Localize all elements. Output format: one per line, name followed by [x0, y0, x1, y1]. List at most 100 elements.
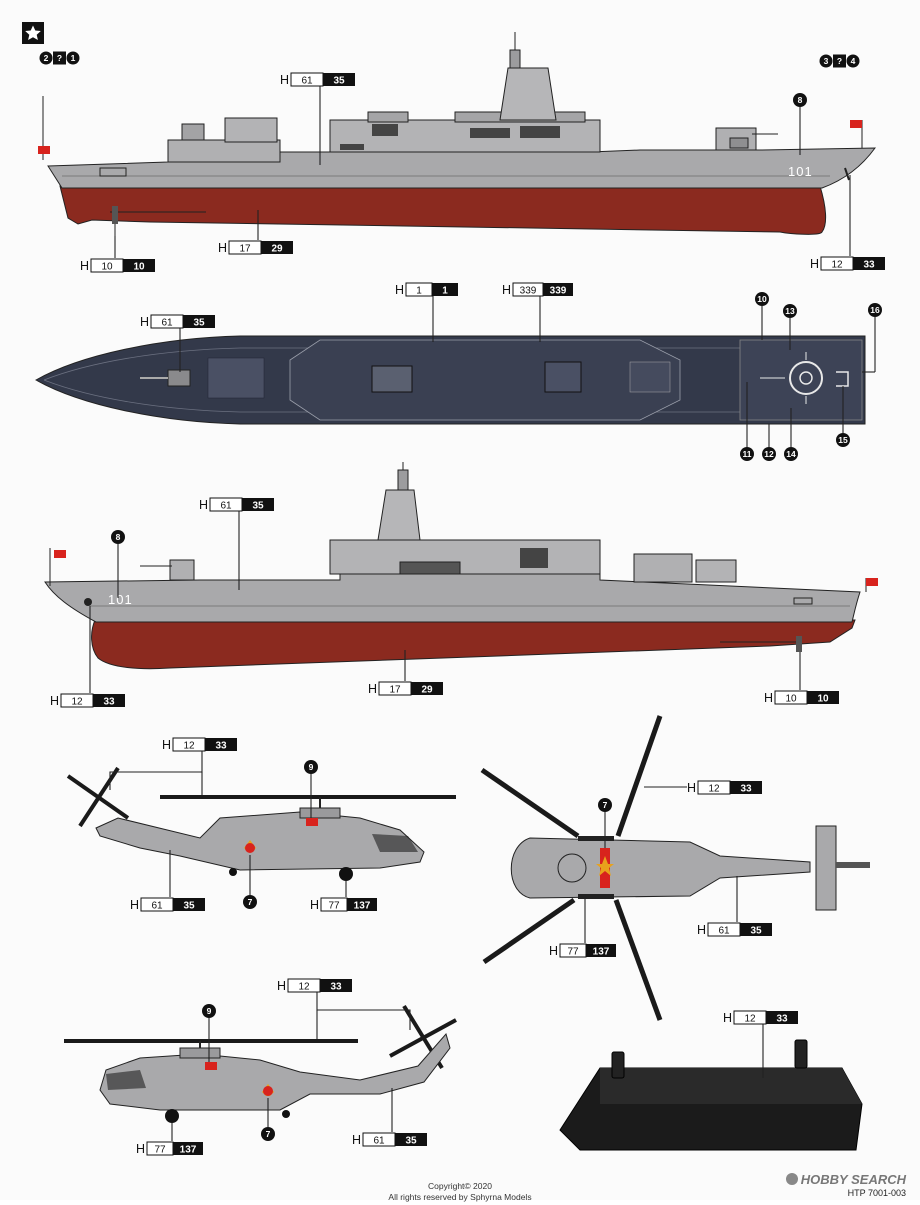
svg-text:10: 10	[133, 262, 145, 273]
svg-text:137: 137	[593, 947, 610, 958]
svg-text:77: 77	[154, 1145, 166, 1156]
svg-text:33: 33	[740, 784, 752, 795]
svg-text:61: 61	[301, 76, 313, 87]
hull-number: 101	[108, 592, 133, 607]
svg-text:77: 77	[328, 901, 340, 912]
svg-text:9: 9	[309, 762, 314, 772]
paint-code-61-35: H 61 35	[199, 497, 274, 512]
svg-text:12: 12	[708, 784, 720, 795]
callout-2: 2	[39, 51, 53, 65]
helicopter-side-left	[64, 1004, 457, 1123]
callout-unknown: ?	[833, 54, 846, 68]
svg-text:H: H	[697, 923, 706, 937]
svg-text:12: 12	[764, 449, 774, 459]
svg-text:1: 1	[442, 286, 448, 297]
callout-8: 8	[793, 93, 807, 107]
svg-text:H: H	[199, 498, 208, 512]
svg-text:14: 14	[786, 449, 796, 459]
paint-code-61-35: H 61 35	[130, 897, 205, 912]
callout-1: 1	[66, 51, 80, 65]
svg-text:H: H	[136, 1142, 145, 1156]
svg-text:33: 33	[215, 741, 227, 752]
callout-9: 9	[304, 760, 318, 774]
svg-text:H: H	[162, 738, 171, 752]
svg-text:339: 339	[550, 286, 567, 297]
callout-12: 12	[762, 447, 776, 461]
svg-text:61: 61	[373, 1136, 385, 1147]
svg-text:17: 17	[389, 685, 401, 696]
svg-text:33: 33	[863, 260, 875, 271]
svg-text:33: 33	[330, 982, 342, 993]
callout-7: 7	[243, 895, 257, 909]
svg-text:61: 61	[151, 901, 163, 912]
watermark-logo-icon	[785, 1173, 798, 1185]
paint-code-77-137: H 77 137	[310, 897, 377, 912]
hull-number: 101	[788, 164, 813, 179]
paint-code-61-35: H 61 35	[352, 1132, 427, 1147]
paint-code-1-1: H 1 1	[395, 282, 458, 297]
svg-text:H: H	[50, 694, 59, 708]
callout-7: 7	[598, 798, 612, 812]
svg-text:137: 137	[180, 1145, 197, 1156]
paint-code-61-35: H 61 35	[280, 72, 355, 87]
paint-code-10-10: H 10 10	[80, 258, 155, 273]
star-icon	[22, 22, 44, 44]
svg-text:29: 29	[271, 244, 283, 255]
paint-code-12-33: H 12 33	[687, 780, 762, 795]
callout-15: 15	[836, 433, 850, 447]
svg-text:H: H	[218, 241, 227, 255]
paint-code-61-35: H 61 35	[697, 922, 772, 937]
callout-3: 3	[819, 54, 833, 68]
callout-10: 10	[755, 292, 769, 306]
product-code: HTP 7001-003	[847, 1188, 906, 1198]
svg-text:H: H	[130, 898, 139, 912]
svg-text:3: 3	[824, 56, 829, 66]
callout-unknown: ?	[53, 51, 66, 65]
svg-text:12: 12	[744, 1014, 756, 1025]
paint-code-12-33: H 12 33	[162, 737, 237, 752]
svg-text:17: 17	[239, 244, 251, 255]
svg-text:H: H	[80, 259, 89, 273]
svg-text:11: 11	[743, 449, 752, 459]
callout-9: 9	[202, 1004, 216, 1018]
svg-text:10: 10	[757, 294, 767, 304]
svg-text:H: H	[280, 73, 289, 87]
watermark: HOBBY SEARCH	[785, 1172, 906, 1187]
svg-text:35: 35	[252, 501, 264, 512]
callout-13: 13	[783, 304, 797, 318]
callout-16: 16	[868, 303, 882, 317]
svg-text:35: 35	[333, 76, 345, 87]
watermark-text: HOBBY SEARCH	[800, 1172, 906, 1187]
ship-profile-port: 101	[44, 462, 878, 670]
paint-code-12-33: H 12 33	[723, 1010, 798, 1025]
svg-text:2: 2	[44, 53, 49, 63]
callout-7: 7	[261, 1127, 275, 1141]
svg-text:9: 9	[207, 1006, 212, 1016]
svg-text:61: 61	[718, 926, 730, 937]
svg-text:16: 16	[870, 305, 880, 315]
svg-text:339: 339	[520, 286, 537, 297]
paint-code-17-29: H 17 29	[218, 240, 293, 255]
svg-text:H: H	[368, 682, 377, 696]
svg-text:12: 12	[298, 982, 310, 993]
callout-8: 8	[111, 530, 125, 544]
rights-text: All rights reserved by Sphyrna Models	[388, 1192, 532, 1202]
helicopter-side-right	[66, 766, 456, 881]
copyright-text: Copyright© 2020	[428, 1181, 492, 1191]
callout-14: 14	[784, 447, 798, 461]
svg-text:61: 61	[161, 318, 173, 329]
ship-profile-starboard: 101	[38, 32, 876, 236]
svg-text:?: ?	[837, 56, 842, 66]
svg-text:H: H	[549, 944, 558, 958]
svg-text:10: 10	[785, 694, 797, 705]
callout-4: 4	[846, 54, 860, 68]
svg-text:8: 8	[798, 95, 803, 105]
svg-text:7: 7	[248, 897, 253, 907]
helicopter-top-view	[480, 715, 870, 1021]
svg-text:33: 33	[776, 1014, 788, 1025]
paint-code-17-29: H 17 29	[368, 681, 443, 696]
svg-text:12: 12	[831, 260, 843, 271]
paint-code-77-137: H 77 137	[136, 1141, 203, 1156]
svg-text:61: 61	[220, 501, 232, 512]
